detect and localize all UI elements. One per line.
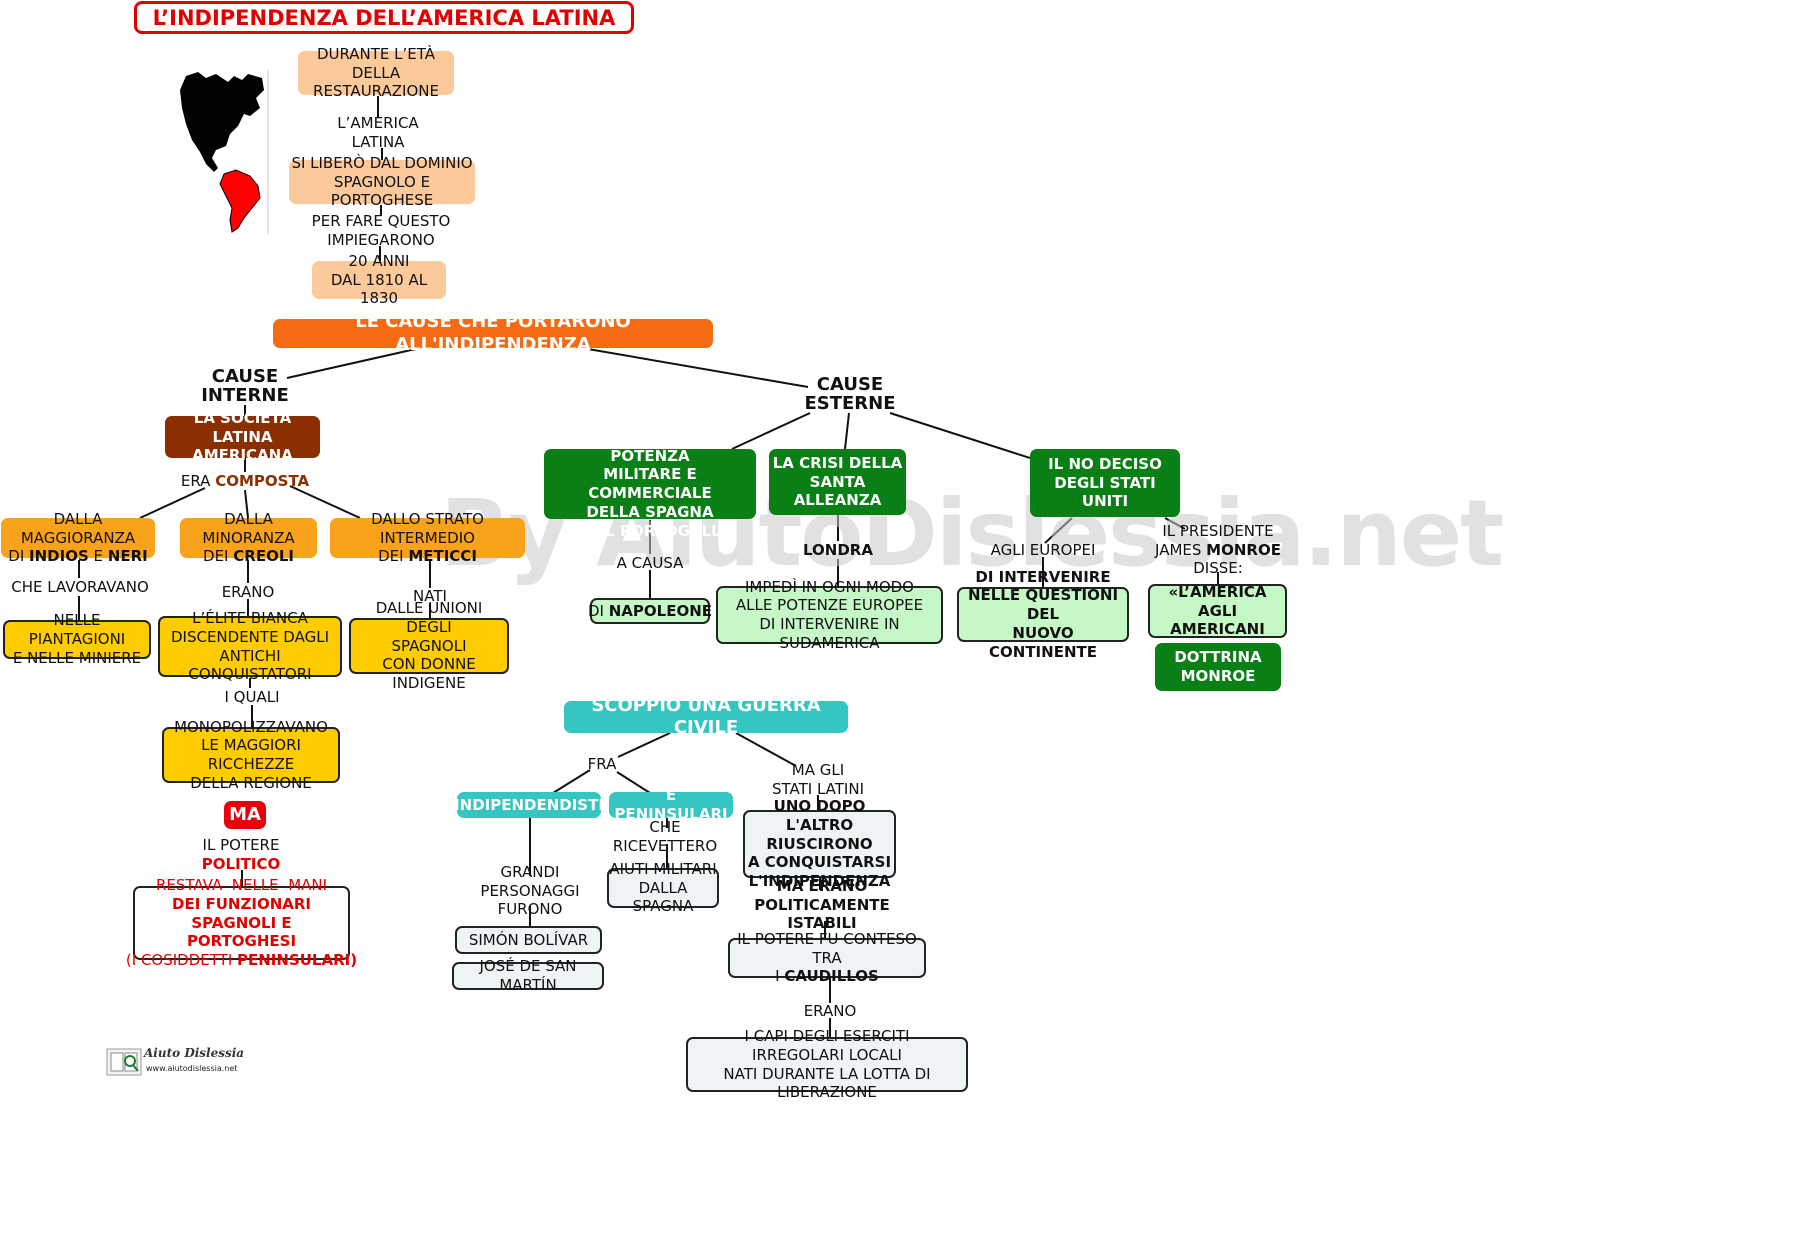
elite-node: L’ÉLITE BIANCA DISCENDENTE DAGLI ANTICHI… <box>158 609 342 683</box>
capi-eserciti-node: I CAPI DEGLI ESERCITI IRREGOLARI LOCALI … <box>686 1027 968 1101</box>
minoranza-node: DALLA MINORANZA DEI CREOLI <box>180 510 317 565</box>
americas-map-icon <box>180 70 269 234</box>
restaurazione-node: DURANTE L’ETÀ DELLA RESTAURAZIONE <box>298 45 454 100</box>
lavoravano-label: CHE LAVORAVANO <box>11 577 149 596</box>
potere-politico-label: IL POTERE POLITICO <box>201 836 281 873</box>
sanmartin-node: JOSÉ DE SAN MARTÍN <box>452 957 604 994</box>
intervenire-node: DI INTERVENIRE NELLE QUESTIONI DEL NUOVO… <box>957 568 1129 661</box>
declino-node: IL DECLINO DELLA POTENZA MILITARE E COMM… <box>544 428 756 540</box>
presidente-label: IL PRESIDENTE JAMES MONROE DISSE: <box>1155 521 1281 578</box>
america-latina-label: L’AMERICA LATINA <box>337 114 419 151</box>
grandi-personaggi-label: GRANDI PERSONAGGI FURONO <box>480 862 580 919</box>
piantagioni-node: NELLE PIANTAGIONI E NELLE MINIERE <box>3 611 151 667</box>
uno-dopo-altro-node: UNO DOPO L'ALTRO RIUSCIRONO A CONQUISTAR… <box>743 797 896 890</box>
ma-badge: MA <box>224 801 266 829</box>
aiutodislessia-logo-icon <box>106 1048 142 1076</box>
nati-label: NATI <box>413 586 447 605</box>
nodeciso-node: IL NO DECISO DEGLI STATI UNITI <box>1030 449 1180 517</box>
erano-caudillos-label: ERANO <box>803 1001 857 1020</box>
cause-title: LE CAUSE CHE PORTARONO ALL'INDIPENDENZA <box>273 311 713 355</box>
logo-name: Aiuto Dislessia <box>144 1046 245 1060</box>
erano-label: ERANO <box>221 582 275 601</box>
indipendendisti-node: INDIPENDENDISTI <box>454 792 604 818</box>
peninsulari-node: E PENINSULARI <box>609 786 733 823</box>
america-agli-americani-node: «L’AMERICA AGLI AMERICANI <box>1148 583 1287 638</box>
maggioranza-node: DALLA MAGGIORANZA DI INDIOS E NERI <box>1 510 155 565</box>
fra-label: FRA <box>587 754 617 773</box>
restava-node: RESTAVA NELLE MANI DEI FUNZIONARI SPAGNO… <box>125 876 358 970</box>
page-title: L’INDIPENDENZA DELL’AMERICA LATINA <box>134 1 634 34</box>
europei-label: AGLI EUROPEI <box>990 540 1096 559</box>
aiuti-node: AIUTI MILITARI DALLA SPAGNA <box>607 860 719 915</box>
societa-node: LA SOCIETÀ LATINA AMERICANA <box>165 409 320 464</box>
logo-url[interactable]: www.aiutodislessia.net <box>146 1064 238 1073</box>
unioni-node: DALLE UNIONI DEGLI SPAGNOLI CON DONNE IN… <box>349 599 509 692</box>
monopolizzavano-node: MONOPOLIZZAVANO LE MAGGIORI RICCHEZZE DE… <box>162 718 340 792</box>
potere-conteso-node: IL POTERE FU CONTESO TRA I CAUDILLOS <box>728 930 926 985</box>
era-composta-label: ERA COMPOSTA <box>180 471 310 490</box>
dottrina-monroe-node: DOTTRINA MONROE <box>1155 643 1281 691</box>
napoleone-node: DI NAPOLEONE <box>588 598 712 624</box>
londra-label: LONDRA <box>803 540 873 559</box>
quali-label: I QUALI <box>224 687 280 706</box>
stati-latini-label: MA GLI STATI LATINI <box>772 761 864 798</box>
cause-esterne-heading: CAUSE ESTERNE <box>804 374 896 414</box>
ricevettero-label: CHE RICEVETTERO <box>612 818 718 855</box>
impedi-node: IMPEDÌ IN OGNI MODO ALLE POTENZE EUROPEE… <box>716 578 943 652</box>
fare-questo-label: PER FARE QUESTO IMPIEGARONO <box>311 212 451 249</box>
cause-interne-heading: CAUSE INTERNE <box>201 366 289 406</box>
crisi-node: LA CRISI DELLA SANTA ALLEANZA <box>769 449 906 515</box>
guerra-civile-title: SCOPPIÒ UNA GUERRA CIVILE <box>564 695 848 738</box>
strato-intermedio-node: DALLO STRATO INTERMEDIO DEI METICCI <box>330 510 525 565</box>
bolivar-node: SIMÓN BOLÍVAR <box>455 926 602 954</box>
libero-node: SI LIBERÒ DAL DOMINIO SPAGNOLO E PORTOGH… <box>289 154 475 209</box>
anni-node: 20 ANNI DAL 1810 AL 1830 <box>312 252 446 307</box>
ma-erano-label: MA ERANO POLITICAMENTE ISTABILI <box>754 876 890 933</box>
acausa-label: A CAUSA <box>616 553 684 572</box>
